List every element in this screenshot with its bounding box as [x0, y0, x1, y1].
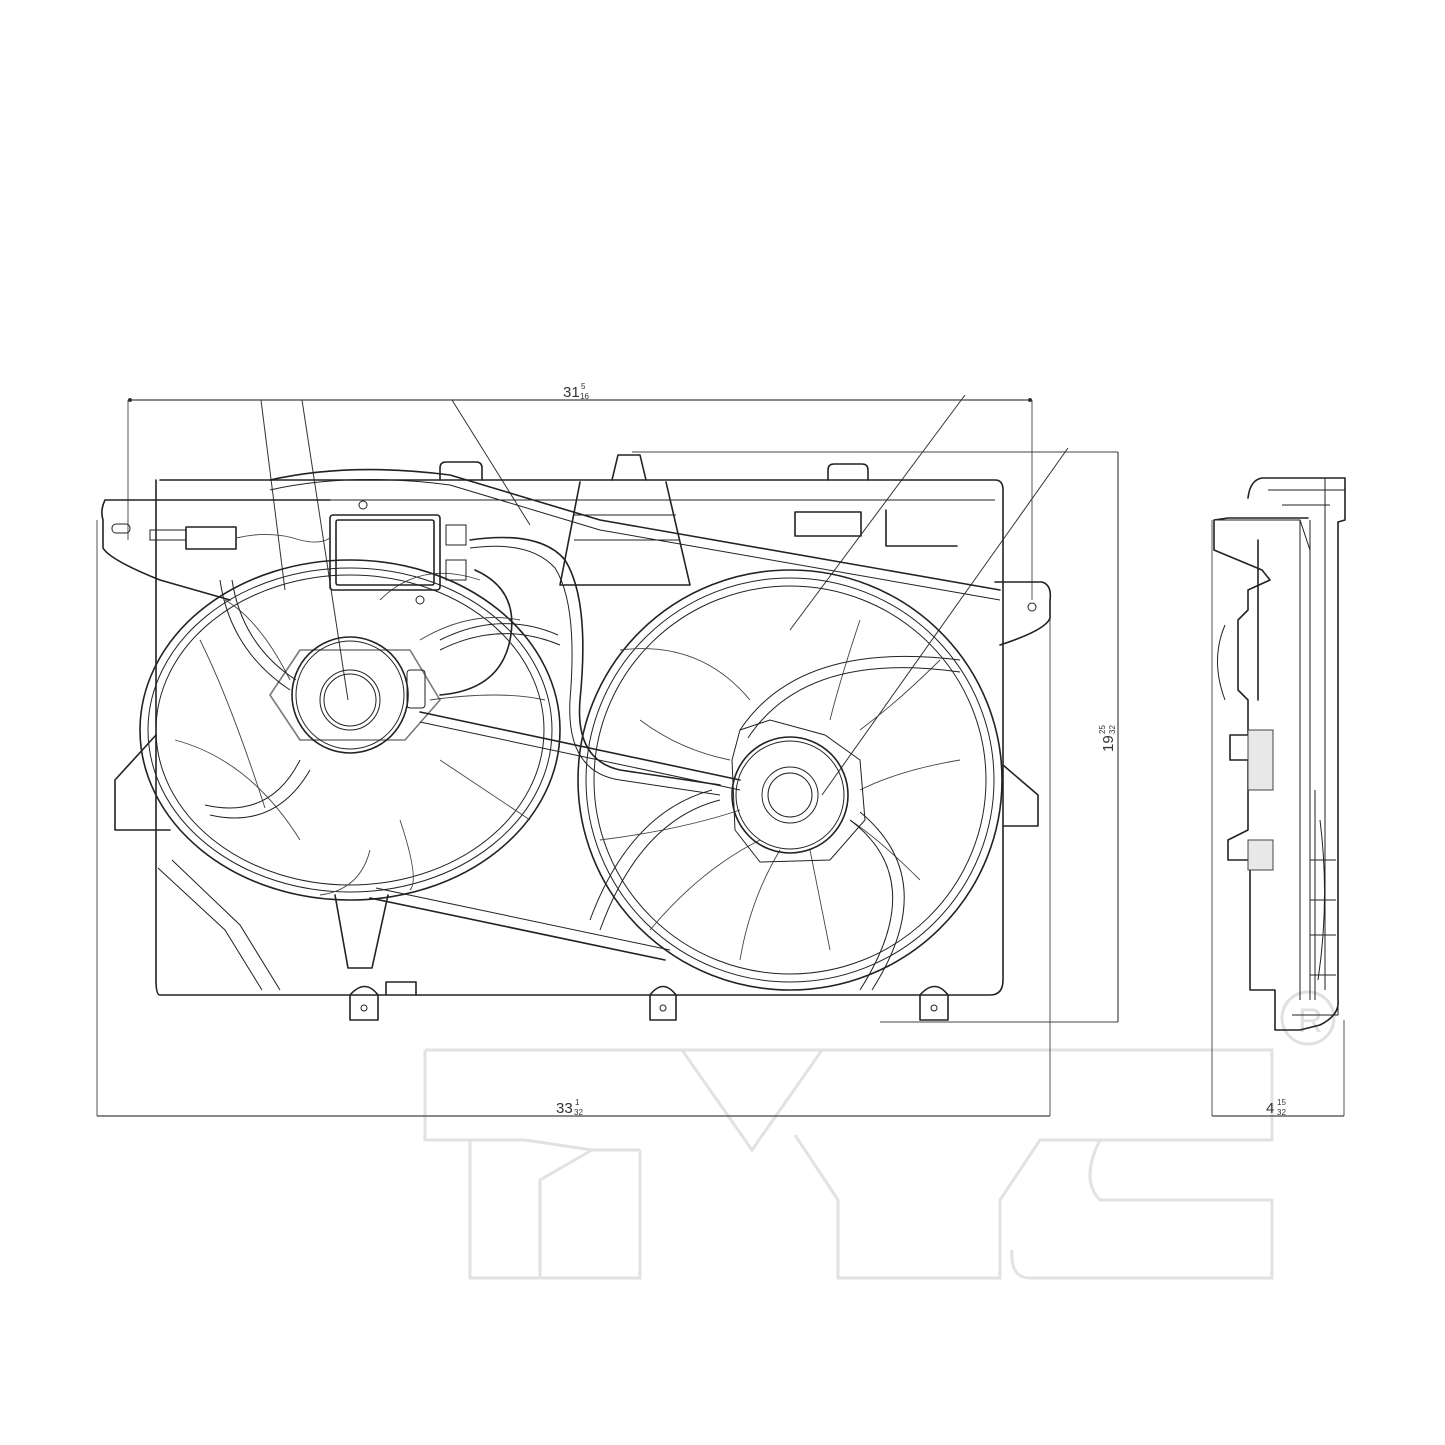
- dimension-height: 19 25 32: [632, 451, 1119, 1023]
- leader-lines: [260, 394, 1069, 796]
- svg-text:15: 15: [1277, 1098, 1286, 1107]
- svg-text:4: 4: [1266, 1100, 1274, 1117]
- wire-harness: [149, 526, 721, 796]
- side-view: [1213, 477, 1346, 1031]
- svg-text:31: 31: [563, 384, 580, 401]
- svg-text:R: R: [1298, 1002, 1323, 1040]
- dimension-top-width: 31 5 16: [127, 382, 1033, 600]
- registered-mark-icon: R: [1280, 990, 1336, 1046]
- dimension-depth: 4 15 32: [1211, 520, 1345, 1117]
- svg-text:32: 32: [1277, 1108, 1286, 1117]
- tyc-watermark: R: [423, 990, 1336, 1280]
- svg-text:25: 25: [1098, 725, 1107, 734]
- bottom-mount-tab: [349, 981, 949, 1021]
- svg-text:32: 32: [574, 1108, 583, 1117]
- control-module: [329, 500, 467, 605]
- right-fan: [577, 569, 1003, 991]
- dimension-overall-width: 33 1 32: [96, 520, 1051, 1117]
- svg-text:33: 33: [556, 1100, 573, 1117]
- svg-text:19: 19: [1100, 735, 1117, 752]
- svg-text:1: 1: [575, 1098, 580, 1107]
- svg-text:32: 32: [1108, 725, 1117, 734]
- svg-text:5: 5: [581, 382, 586, 391]
- left-fan: [139, 559, 561, 901]
- svg-text:16: 16: [580, 392, 589, 401]
- shroud-front-view: [101, 454, 1052, 1021]
